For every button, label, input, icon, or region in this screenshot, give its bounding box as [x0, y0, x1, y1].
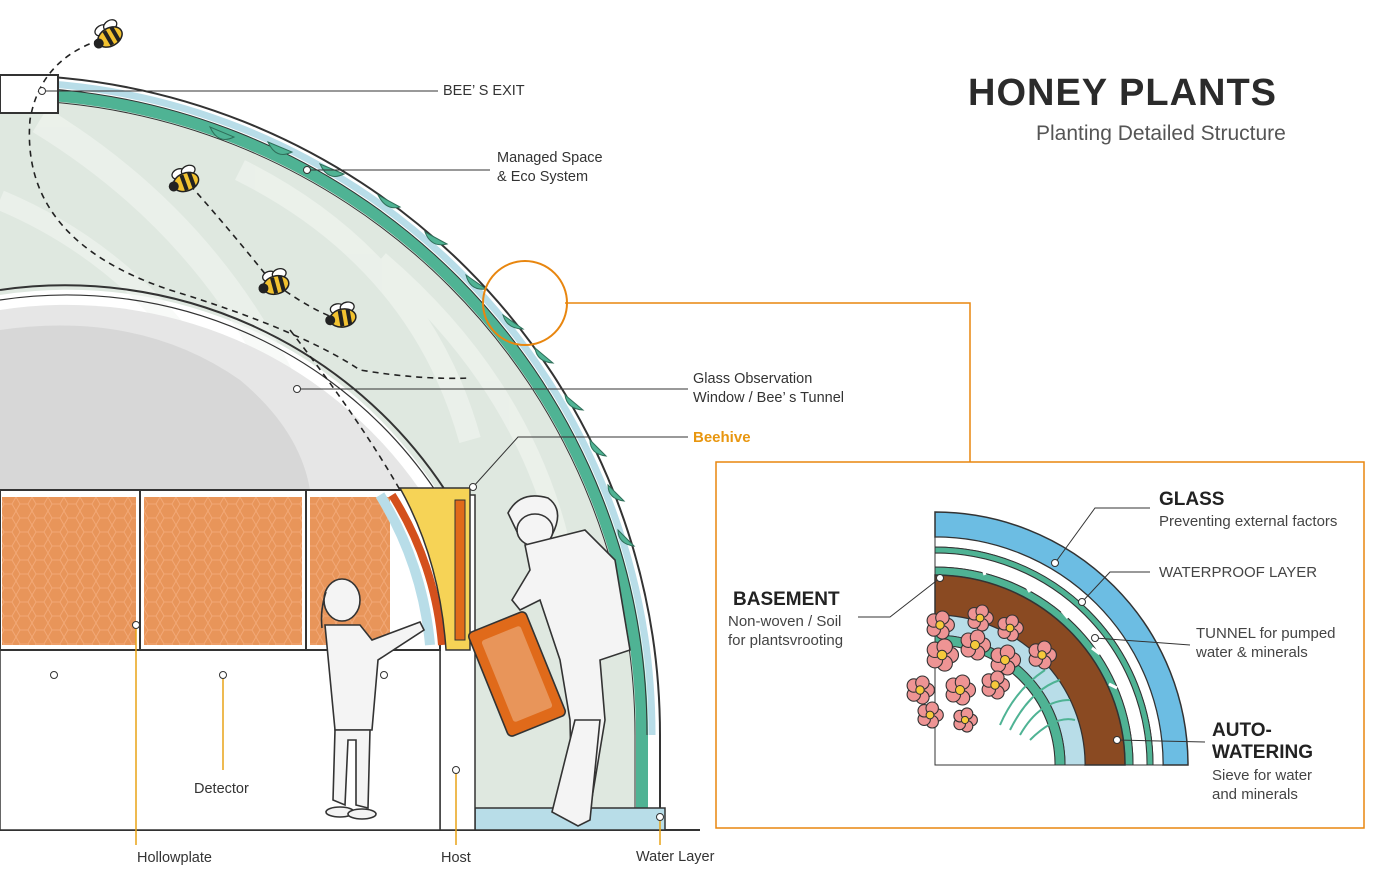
bee-icon [87, 18, 126, 54]
inset-autowatering-title: AUTO-WATERING [1212, 720, 1313, 764]
label-bees-exit: BEE’ S EXIT [443, 82, 525, 101]
label-managed-space: Managed Space& Eco System [497, 149, 603, 187]
inset-glass-desc: Preventing external factors [1159, 512, 1337, 531]
detail-circle [483, 261, 567, 345]
inset-waterproof-label: WATERPROOF LAYER [1159, 563, 1317, 582]
hollowplate-panels [0, 488, 470, 650]
inset-glass-title: GLASS [1159, 489, 1224, 511]
bees-exit-box [0, 75, 58, 113]
label-water-layer: Water Layer [636, 848, 714, 867]
label-detector: Detector [194, 780, 249, 799]
inset-basement-title: BASEMENT [733, 589, 840, 611]
page-title: HONEY PLANTS [968, 72, 1277, 115]
label-host: Host [441, 849, 471, 868]
page-subtitle: Planting Detailed Structure [1036, 122, 1286, 146]
label-hollowplate: Hollowplate [137, 849, 212, 868]
label-beehive: Beehive [693, 428, 751, 447]
